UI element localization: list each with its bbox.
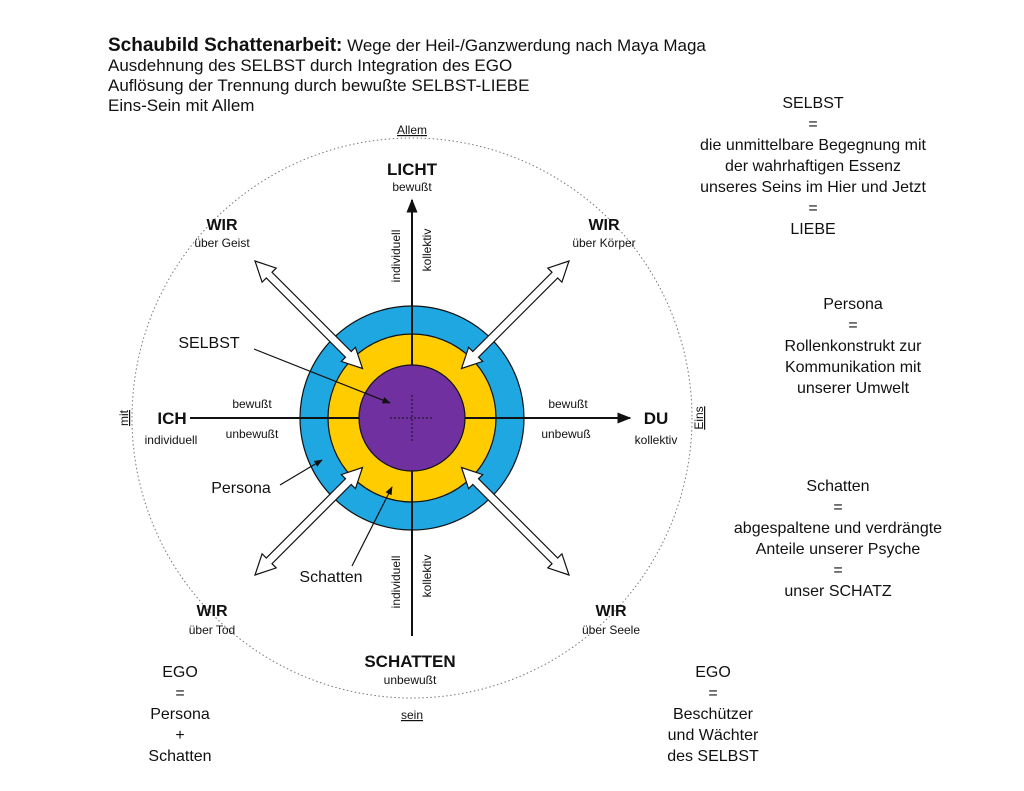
note-selbst-line: SELBST bbox=[782, 95, 844, 112]
axis-right-below: unbewuß bbox=[541, 427, 590, 441]
note-ego-left-line: EGO bbox=[162, 664, 198, 681]
diag-top-left-sub: über Geist bbox=[194, 236, 250, 250]
diag-top-right-title: WIR bbox=[588, 217, 620, 234]
note-ego-right-line: EGO bbox=[695, 664, 731, 681]
note-persona-line: = bbox=[848, 317, 858, 334]
pointer-schatten bbox=[351, 486, 393, 567]
axis-left-below: unbewußt bbox=[226, 427, 279, 441]
diag-bottom-right-sub: über Seele bbox=[582, 623, 640, 637]
note-ego-right-line: des SELBST bbox=[667, 748, 759, 765]
note-persona-line: unserer Umwelt bbox=[796, 380, 910, 397]
diagonal-arrow-bottom-right bbox=[460, 466, 570, 576]
diagonal-arrows bbox=[254, 260, 570, 576]
circle-label-right: Eins bbox=[692, 406, 706, 429]
diagonal-arrow-top-right bbox=[460, 260, 570, 370]
note-schatten-line: = bbox=[833, 562, 843, 579]
diag-bottom-left-title: WIR bbox=[196, 603, 228, 620]
diag-top-left-title: WIR bbox=[206, 217, 238, 234]
note-ego-left-line: Schatten bbox=[148, 748, 212, 765]
lower-kollektiv: kollektiv bbox=[420, 555, 434, 598]
axis-left-sub: individuell bbox=[145, 433, 198, 447]
axis-top-title: LICHT bbox=[387, 160, 438, 179]
note-persona-line: Persona bbox=[823, 296, 883, 313]
note-selbst-line: unseres Seins im Hier und Jetzt bbox=[700, 179, 926, 196]
note-persona-line: Kommunikation mit bbox=[784, 359, 922, 376]
label-schatten: Schatten bbox=[299, 569, 362, 586]
diagonal-arrow-top-left bbox=[254, 260, 364, 370]
circle-label-top: Allem bbox=[397, 123, 427, 137]
note-ego-left-line: Persona bbox=[150, 706, 210, 723]
title-bold: Schaubild Schattenarbeit: bbox=[108, 35, 343, 56]
lower-individuell: individuell bbox=[389, 556, 403, 609]
axis-left-above: bewußt bbox=[232, 397, 272, 411]
title-line-4: Eins-Sein mit Allem bbox=[108, 96, 255, 115]
upper-kollektiv: kollektiv bbox=[420, 229, 434, 272]
note-selbst-line: = bbox=[808, 116, 818, 133]
note-selbst-line: die unmittelbare Begegnung mit bbox=[700, 137, 926, 154]
note-schatten-line: unser SCHATZ bbox=[784, 583, 892, 600]
note-ego-right: EGO = Beschützer und Wächter des SELBST bbox=[638, 662, 788, 767]
axis-right-title: DU bbox=[644, 409, 669, 428]
circle-label-left: mit bbox=[117, 409, 131, 426]
axis-right-sub: kollektiv bbox=[635, 433, 678, 447]
title-rest: Wege der Heil-/Ganzwerdung nach Maya Mag… bbox=[347, 36, 706, 55]
title-line-1: Schaubild Schattenarbeit: Wege der Heil-… bbox=[108, 36, 706, 56]
note-ego-left-line: + bbox=[175, 727, 185, 744]
note-ego-left-line: = bbox=[175, 685, 185, 702]
note-ego-right-line: und Wächter bbox=[667, 727, 759, 744]
note-selbst-line: der wahrhaftigen Essenz bbox=[724, 158, 902, 175]
diag-bottom-left-sub: über Tod bbox=[189, 623, 235, 637]
note-selbst: SELBST = die unmittelbare Begegnung mit der… bbox=[663, 93, 963, 240]
pointer-selbst bbox=[253, 348, 391, 404]
upper-individuell: individuell bbox=[389, 230, 403, 283]
note-ego-right-line: Beschützer bbox=[672, 706, 754, 723]
title-block: Schaubild Schattenarbeit: Wege der Heil-… bbox=[108, 36, 706, 116]
title-line-2: Ausdehnung des SELBST durch Integration … bbox=[108, 56, 513, 75]
note-ego-right-line: = bbox=[708, 685, 718, 702]
note-ego-left: EGO = Persona + Schatten bbox=[120, 662, 240, 767]
label-persona: Persona bbox=[211, 480, 271, 497]
note-persona-line: Rollenkonstrukt zur bbox=[784, 338, 922, 355]
diagonal-arrow-bottom-left bbox=[254, 466, 364, 576]
axis-right-above: bewußt bbox=[548, 397, 588, 411]
pointer-persona bbox=[279, 459, 323, 486]
circle-label-bottom: sein bbox=[401, 708, 423, 722]
note-schatten-line: abgespaltene und verdrängte bbox=[733, 520, 943, 537]
diag-top-right-sub: über Körper bbox=[572, 236, 635, 250]
label-selbst: SELBST bbox=[178, 335, 240, 352]
note-schatten-line: = bbox=[833, 499, 843, 516]
note-schatten-line: Anteile unserer Psyche bbox=[755, 541, 921, 558]
note-selbst-line: LIEBE bbox=[790, 221, 836, 238]
diag-bottom-right-title: WIR bbox=[595, 603, 627, 620]
axis-top-sub: bewußt bbox=[392, 180, 432, 194]
note-selbst-line: = bbox=[808, 200, 818, 217]
outer-dotted-circle bbox=[131, 137, 693, 699]
axis-bottom-title: SCHATTEN bbox=[364, 652, 455, 671]
title-line-3: Auflösung der Trennung durch bewußte SEL… bbox=[108, 76, 530, 95]
note-schatten-line: Schatten bbox=[806, 478, 870, 495]
axis-bottom-sub: unbewußt bbox=[384, 673, 437, 687]
axis-left-title: ICH bbox=[157, 409, 186, 428]
